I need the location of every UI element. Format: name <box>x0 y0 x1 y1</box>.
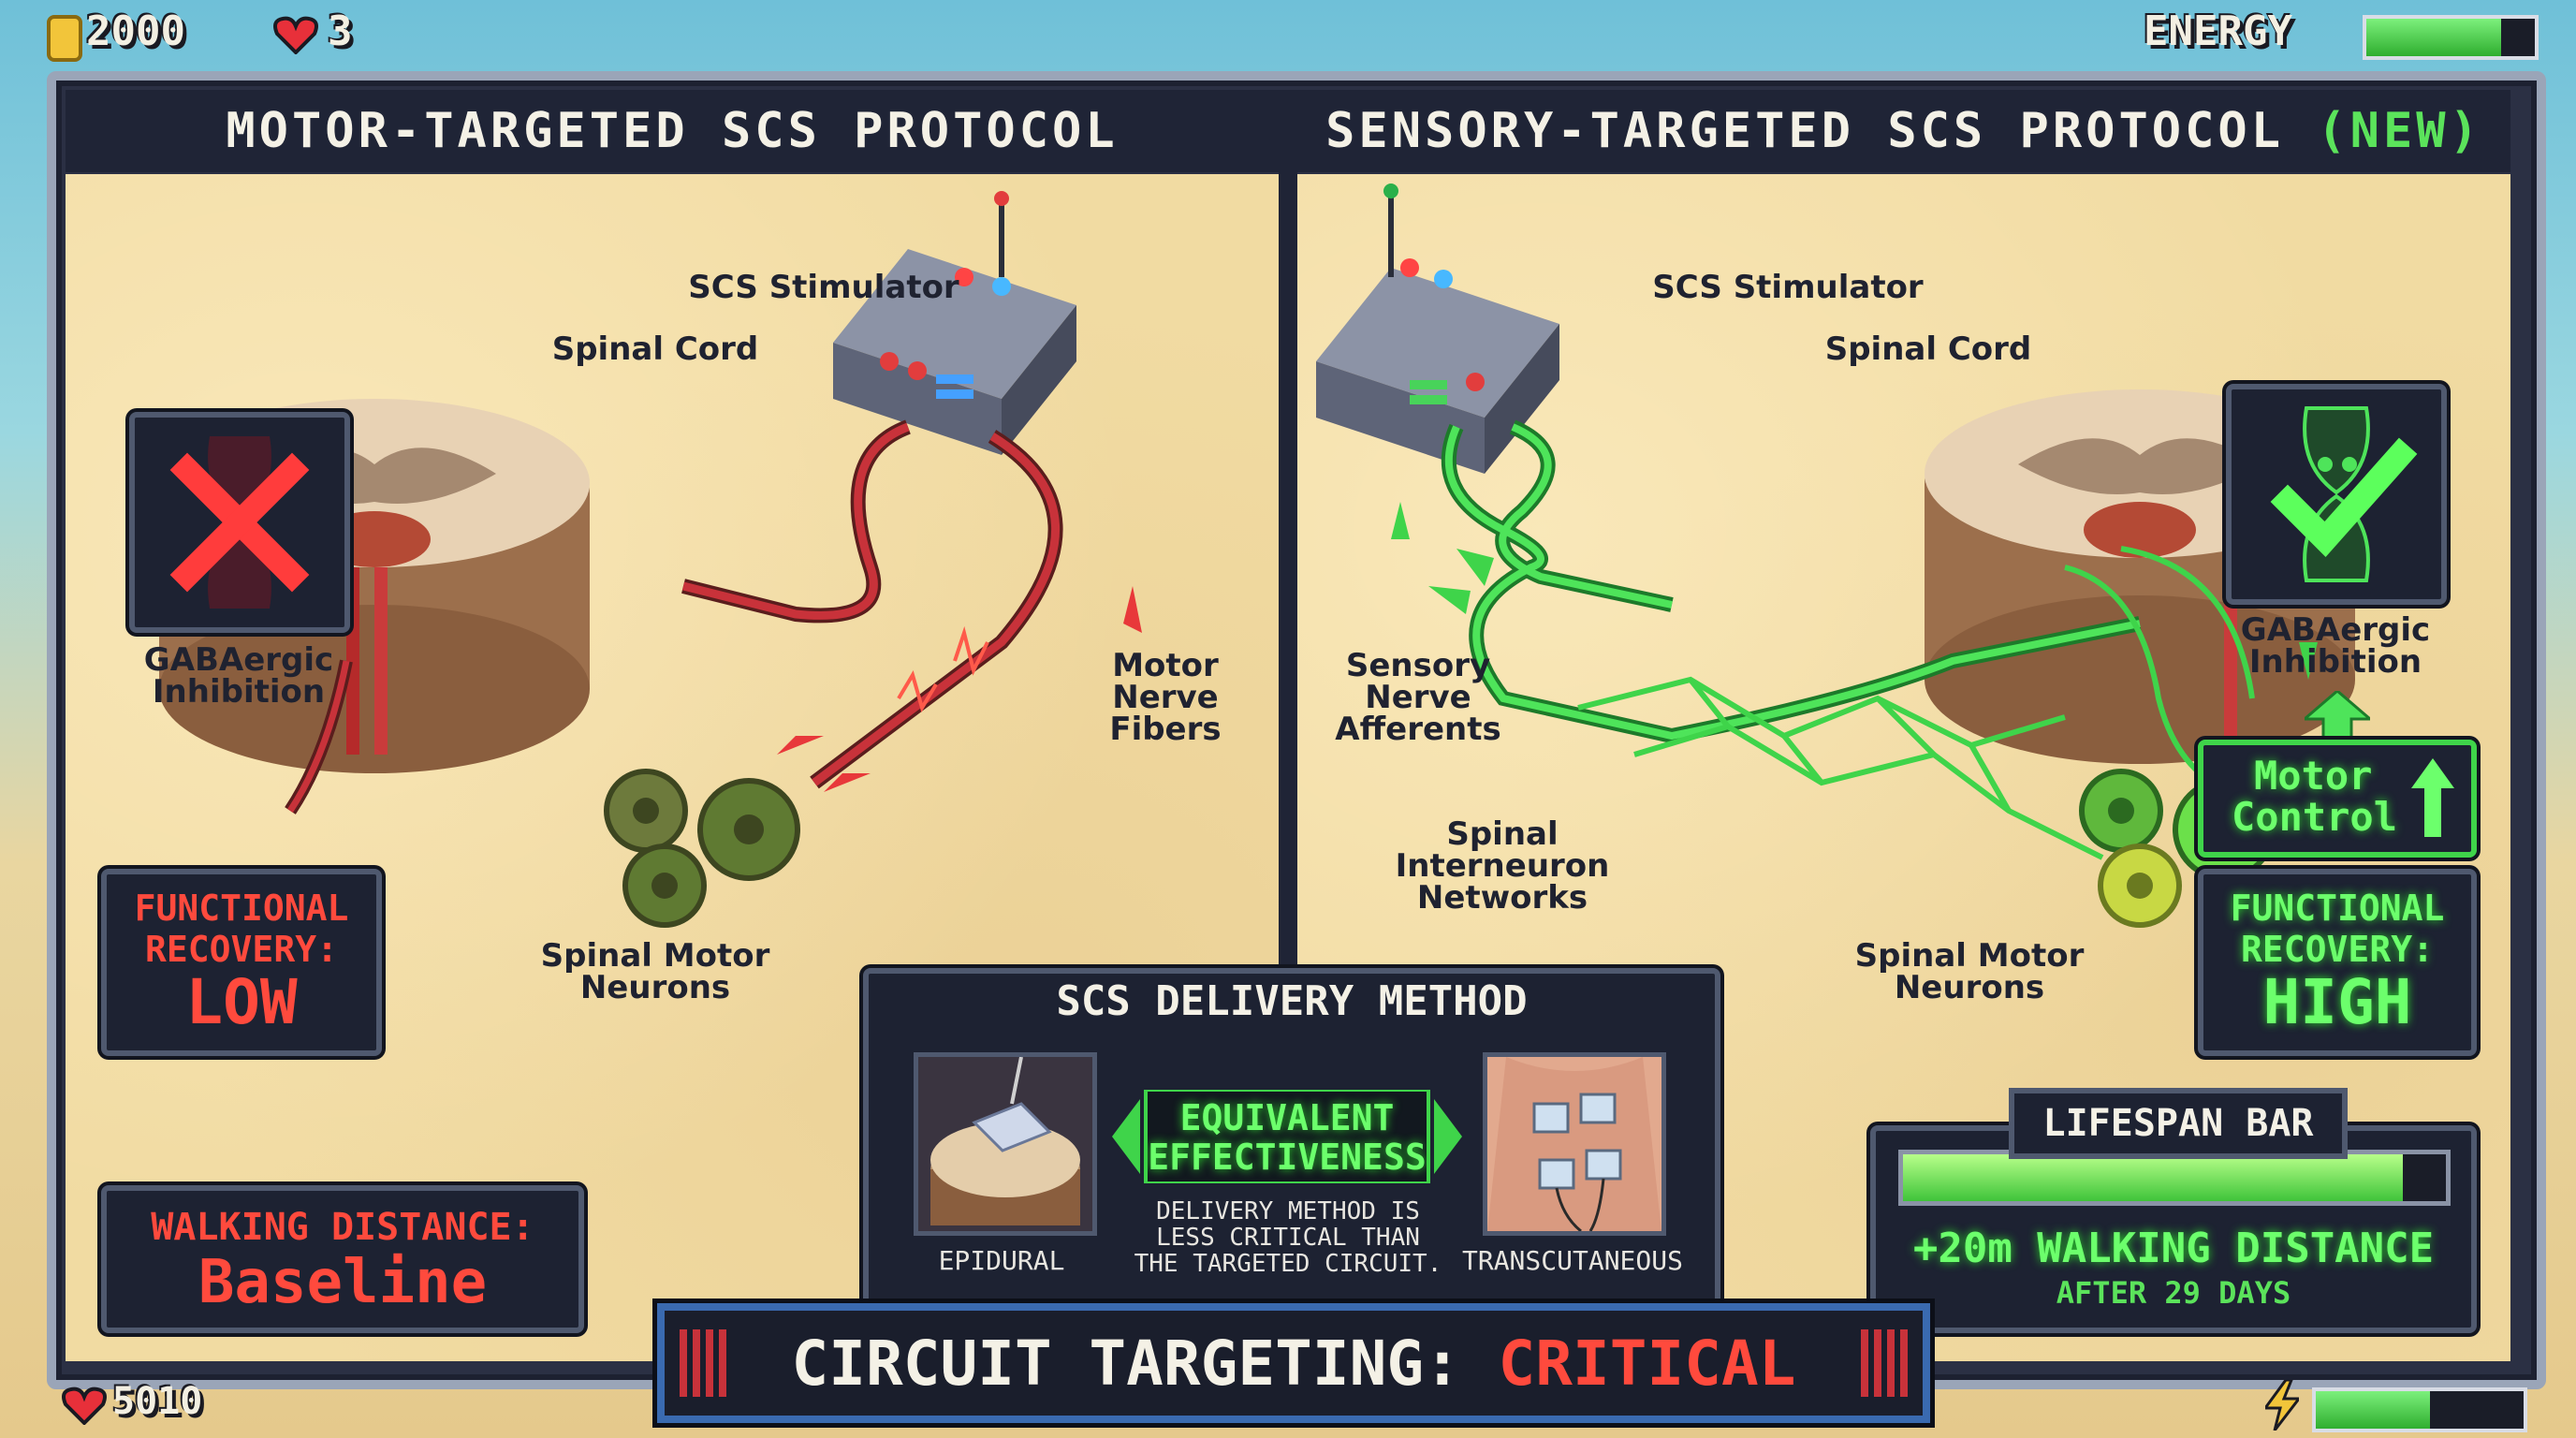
left-recovery-line1: FUNCTIONAL <box>134 888 349 929</box>
left-neurons-line1: Spinal Motor <box>540 937 770 975</box>
lifespan-title: LIFESPAN BAR <box>2009 1088 2348 1159</box>
left-recovery-line2: RECOVERY: <box>145 929 338 970</box>
right-gaba-label: GABAergic Inhibition <box>2200 614 2471 678</box>
blocked-synapse-icon <box>169 436 310 609</box>
right-neurons-line1: Spinal Motor <box>1854 937 2085 975</box>
sensory-line3: Afferents <box>1335 711 1501 748</box>
coin-count: 2000 <box>86 7 185 55</box>
note-line2: LESS CRITICAL THAN <box>1156 1224 1420 1252</box>
transcutaneous-electrodes-icon <box>1487 1057 1661 1231</box>
transcutaneous-label: TRANSCUTANEOUS <box>1461 1245 1683 1276</box>
equivalent-line1: EQUIVALENT <box>1179 1097 1395 1138</box>
left-gaba-icon-box <box>129 412 350 633</box>
right-title-tag: (NEW) <box>2317 103 2482 159</box>
motor-control-line2: Control <box>2232 794 2398 840</box>
arrow-up-icon <box>2411 758 2454 837</box>
top-hud: 2000 3 ENERGY <box>0 0 2576 71</box>
right-gaba-line2: Inhibition <box>2248 643 2422 681</box>
interneuron-label: Spinal Interneuron Networks <box>1385 818 1619 914</box>
lifespan-bar-fill <box>1903 1154 2403 1201</box>
right-neurons-label: Spinal Motor Neurons <box>1820 940 2119 1004</box>
right-recovery-box: FUNCTIONAL RECOVERY: HIGH <box>2198 869 2477 1056</box>
right-stimulator-label: SCS Stimulator <box>1652 269 1924 306</box>
right-stimulator <box>1316 183 1559 474</box>
delivery-title: SCS DELIVERY METHOD <box>1056 977 1528 1025</box>
up-arrow-icon <box>2305 691 2370 738</box>
circuit-targeting-banner: CIRCUIT TARGETING: CRITICAL <box>657 1303 1930 1423</box>
coin-icon <box>47 15 82 62</box>
left-gears <box>604 769 800 928</box>
sensory-line1: Sensory <box>1345 647 1491 684</box>
right-gaba-line1: GABAergic <box>2240 611 2431 649</box>
right-title: SENSORY-TARGETED SCS PROTOCOL (NEW) <box>1297 90 2510 172</box>
note-line3: THE TARGETED CIRCUIT. <box>1134 1250 1442 1278</box>
energy-bar <box>2363 15 2539 60</box>
right-title-main: SENSORY-TARGETED SCS PROTOCOL <box>1325 103 2285 159</box>
motor-fibers-line3: Fibers <box>1109 711 1222 748</box>
motor-fibers-line1: Motor <box>1112 647 1219 684</box>
right-gaba-icon-box <box>2226 384 2447 605</box>
right-neurons-line2: Neurons <box>1894 969 2045 1006</box>
sensory-line2: Nerve <box>1365 679 1471 716</box>
left-stimulator-label: SCS Stimulator <box>688 269 959 306</box>
motor-control-box: Motor Control <box>2198 740 2477 858</box>
banner-left-deco <box>680 1329 726 1397</box>
lightning-icon <box>2265 1380 2299 1431</box>
left-gaba-line1: GABAergic <box>143 641 334 679</box>
bottom-energy-bar <box>2312 1387 2527 1432</box>
left-gaba-line2: Inhibition <box>152 673 326 711</box>
lifespan-bar <box>1898 1150 2451 1206</box>
lifespan-panel: +20m WALKING DISTANCE AFTER 29 DAYS <box>1870 1125 2477 1333</box>
energy-bar-fill <box>2366 19 2501 56</box>
energy-label: ENERGY <box>2144 7 2292 55</box>
right-recovery-line1: FUNCTIONAL <box>2230 888 2445 929</box>
banner-prefix: CIRCUIT TARGETING: <box>791 1327 1461 1400</box>
right-spinal-cord-label: Spinal Cord <box>1824 330 2032 368</box>
left-motor-fibers-label: Motor Nerve Fibers <box>1076 650 1254 745</box>
interneuron-line2: Interneuron <box>1395 847 1610 885</box>
left-recovery-value: LOW <box>185 966 298 1038</box>
heart-icon <box>273 16 318 54</box>
lives-count: 3 <box>328 7 353 55</box>
epidural-label: EPIDURAL <box>938 1245 1065 1276</box>
bottom-energy-bar-fill <box>2316 1391 2431 1429</box>
left-stimulator <box>833 191 1076 455</box>
active-synapse-icon <box>2270 406 2418 582</box>
transcutaneous-image <box>1483 1052 1666 1236</box>
right-recovery-value: HIGH <box>2262 966 2412 1038</box>
right-recovery-line2: RECOVERY: <box>2241 929 2434 970</box>
left-gaba-label: GABAergic Inhibition <box>103 644 374 708</box>
motor-control-line1: Motor <box>2254 753 2373 799</box>
epidural-implant-icon <box>930 1057 1080 1225</box>
note-line1: DELIVERY METHOD IS <box>1156 1197 1420 1225</box>
left-title: MOTOR-TARGETED SCS PROTOCOL <box>66 90 1279 172</box>
left-neurons-label: Spinal Motor Neurons <box>505 940 805 1004</box>
interneuron-line3: Networks <box>1416 879 1588 917</box>
lifespan-line1: +20m WALKING DISTANCE <box>1912 1225 2435 1272</box>
epidural-image <box>914 1052 1097 1236</box>
panel-divider <box>1279 90 1297 970</box>
bottom-heart-count: 5010 <box>112 1380 203 1423</box>
interneuron-line1: Spinal <box>1446 815 1559 853</box>
walking-distance-box: WALKING DISTANCE: Baseline <box>101 1185 584 1333</box>
left-recovery-box: FUNCTIONAL RECOVERY: LOW <box>101 869 382 1056</box>
bottom-heart-icon <box>62 1387 107 1425</box>
banner-value: CRITICAL <box>1498 1327 1796 1400</box>
sensory-afferents-label: Sensory Nerve Afferents <box>1320 650 1516 745</box>
left-spinal-cord-label: Spinal Cord <box>551 330 759 368</box>
motor-fibers-line2: Nerve <box>1112 679 1219 716</box>
delivery-note: DELIVERY METHOD IS LESS CRITICAL THAN TH… <box>1120 1198 1456 1277</box>
equivalent-line2: EFFECTIVENESS <box>1148 1137 1427 1178</box>
walking-distance-value: Baseline <box>198 1248 488 1317</box>
banner-right-deco <box>1861 1329 1908 1397</box>
double-arrow-icon <box>1112 1090 1462 1183</box>
walking-distance-label: WALKING DISTANCE: <box>151 1206 534 1249</box>
left-neurons-line2: Neurons <box>579 969 731 1006</box>
lifespan-line2: AFTER 29 DAYS <box>2056 1275 2291 1311</box>
